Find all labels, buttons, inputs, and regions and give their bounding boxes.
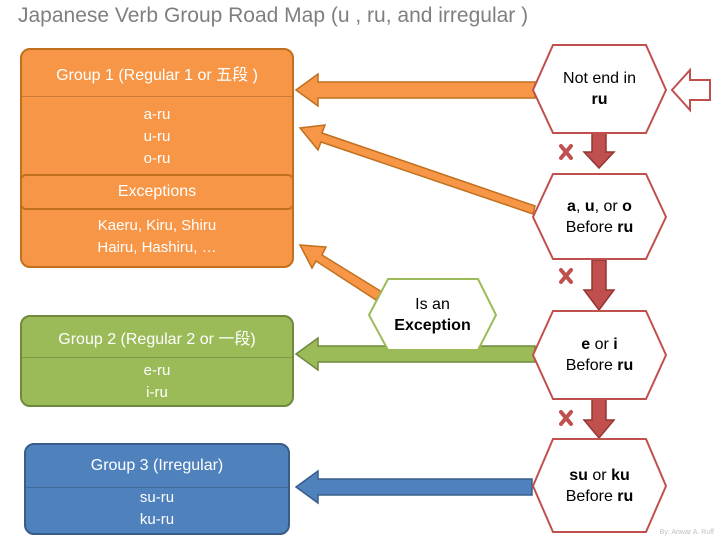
decision-2-line2: Before ru — [565, 218, 634, 236]
group-3-divider — [26, 487, 288, 488]
group-2-divider — [22, 357, 292, 358]
exception-check-line2: Exception — [394, 316, 471, 334]
group-2-box: Group 2 (Regular 2 or 一段) e-ru i-ru — [20, 315, 294, 407]
group-2-items: e-ru i-ru — [22, 360, 292, 404]
author-credit: By: Anwar A. Ruff — [659, 529, 714, 536]
decision-hexagon-2 — [531, 173, 668, 260]
group-2-item: i-ru — [146, 384, 168, 401]
arrow-exception-to-group-1 — [298, 244, 384, 302]
x-mark-1 — [559, 144, 573, 160]
arrow-to-group-1 — [294, 72, 536, 108]
arrow-d2-to-group-1 — [298, 124, 536, 215]
group-1-item: o-ru — [143, 150, 171, 167]
decision-4-text: su or ku Before ru — [533, 439, 666, 532]
down-arrow-3 — [582, 398, 616, 440]
decision-4-line2: Before ru — [565, 487, 634, 505]
decision-3-line1: e or i — [581, 336, 618, 353]
group-1-item: a-ru — [143, 106, 171, 123]
group-1-box: Group 1 (Regular 1 or 五段 ) a-ru u-ru o-r… — [20, 48, 294, 268]
decision-3-line2: Before ru — [565, 357, 634, 374]
decision-1-line1: Not end in — [563, 70, 636, 87]
exceptions-list: Kaeru, Kiru, Shiru Hairu, Hashiru, … — [22, 215, 292, 259]
group-3-item: ku-ru — [139, 511, 175, 528]
group-1-item: u-ru — [143, 128, 171, 145]
decision-hexagon-1 — [531, 44, 668, 134]
decision-4-line1: su or ku — [569, 466, 630, 484]
down-arrow-2 — [582, 259, 616, 312]
decision-3-text: e or i Before ru — [533, 311, 666, 399]
exception-check-text: Is an Exception — [369, 279, 496, 350]
exception-check-line1: Is an — [415, 295, 450, 313]
x-mark-3 — [559, 410, 573, 426]
group-2-item: e-ru — [143, 362, 171, 379]
x-mark-2 — [559, 268, 573, 284]
group-3-box: Group 3 (Irregular) su-ru ku-ru — [24, 443, 290, 535]
group-1-divider — [22, 96, 292, 97]
group-1-items: a-ru u-ru o-ru — [22, 104, 292, 170]
decision-hexagon-3 — [531, 310, 668, 400]
arrow-to-group-3 — [294, 469, 533, 505]
exception-hexagon — [367, 278, 498, 351]
group-2-header: Group 2 (Regular 2 or 一段) — [58, 331, 256, 348]
decision-1-text: Not end in ru — [533, 45, 666, 133]
down-arrow-1 — [582, 131, 616, 170]
exceptions-item: Kaeru, Kiru, Shiru — [97, 217, 217, 234]
decision-hexagon-4 — [531, 438, 668, 533]
exceptions-header: Exceptions — [20, 174, 294, 210]
decision-1-line2: ru — [591, 91, 608, 108]
group-3-header: Group 3 (Irregular) — [90, 457, 224, 474]
group-3-items: su-ru ku-ru — [26, 487, 288, 531]
group-3-item: su-ru — [139, 489, 175, 506]
exceptions-item: Hairu, Hashiru, … — [97, 239, 217, 256]
group-1-header: Group 1 (Regular 1 or 五段 ) — [56, 67, 258, 84]
decision-2-line1: a, u, or o — [567, 197, 632, 215]
entry-arrow — [670, 67, 711, 113]
decision-2-text: a, u, or o Before ru — [533, 174, 666, 259]
page-title: Japanese Verb Group Road Map (u , ru, an… — [18, 4, 529, 27]
